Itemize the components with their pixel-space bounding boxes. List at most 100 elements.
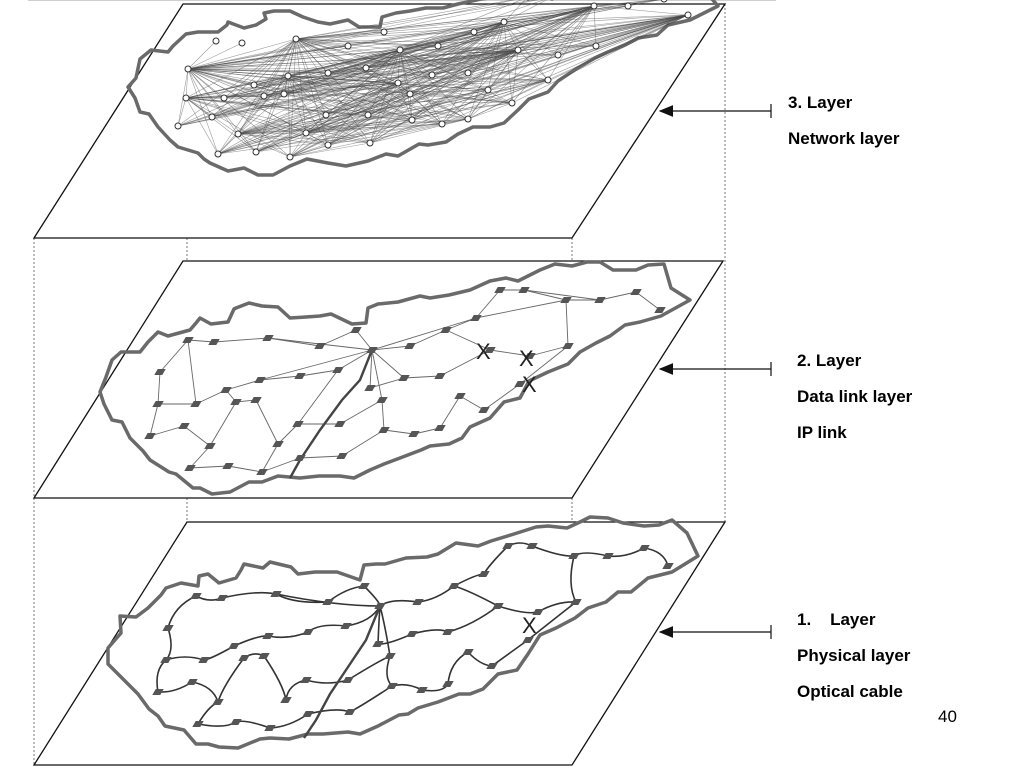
cable-node [502, 543, 514, 549]
mesh-link [223, 38, 297, 99]
router-node [562, 343, 574, 349]
mesh-link [547, 5, 595, 81]
mesh-link [327, 82, 399, 146]
router-node [394, 79, 402, 87]
mesh-link [503, 0, 526, 23]
mesh-link [289, 132, 307, 158]
mesh-link [177, 75, 289, 127]
plane-datalink [32, 260, 725, 499]
mesh-edges [177, 0, 689, 158]
ip-link [383, 429, 415, 435]
router-node [684, 11, 692, 19]
ip-link [277, 423, 299, 445]
ip-link [149, 425, 185, 437]
mesh-link [185, 21, 505, 99]
physical-layer-cables [152, 542, 674, 739]
router-node [554, 51, 562, 59]
router-node [184, 65, 192, 73]
mesh-link [217, 93, 411, 155]
mesh-link [237, 5, 595, 135]
router-node [334, 421, 346, 427]
ip-link [459, 395, 485, 411]
cable-node [532, 609, 544, 615]
mesh-link [441, 21, 505, 125]
mesh-link [255, 79, 549, 153]
mesh-link [223, 5, 595, 99]
router-node [336, 453, 348, 459]
ip-link [157, 371, 161, 405]
router-node [292, 421, 304, 427]
router-node [590, 2, 598, 10]
router-node [262, 335, 274, 341]
router-node [324, 69, 332, 77]
cable-node [302, 629, 314, 635]
ip-link [319, 329, 357, 347]
mesh-link [503, 21, 559, 56]
failure-marker: X [519, 346, 534, 371]
mesh-link [237, 14, 689, 135]
mesh-link [177, 38, 297, 127]
mesh-link [327, 14, 689, 146]
mesh-link [305, 114, 369, 134]
mesh-link [467, 79, 549, 120]
ip-link [371, 317, 477, 351]
router-node [398, 375, 410, 381]
router-node [364, 111, 372, 119]
mesh-link [237, 79, 549, 135]
mesh-link [217, 49, 519, 155]
ip-link [187, 339, 197, 405]
ip-link [519, 345, 569, 385]
router-node [222, 463, 234, 469]
mesh-link [503, 5, 595, 23]
mesh-link [287, 75, 307, 134]
mesh-link [287, 75, 371, 144]
cable-node [228, 643, 240, 649]
cable-node [212, 699, 224, 705]
mesh-link [187, 68, 443, 125]
router-node [324, 141, 332, 149]
cable-node [358, 583, 370, 589]
ip-link [371, 345, 411, 351]
ip-link [149, 403, 159, 437]
router-node [514, 381, 526, 387]
mesh-link [185, 49, 519, 99]
mesh-link [397, 79, 549, 84]
mesh-link [217, 133, 239, 155]
mesh-link [217, 79, 549, 155]
mesh-link [255, 75, 289, 153]
router-node [478, 407, 490, 413]
mesh-link [185, 75, 289, 99]
router-node [438, 120, 446, 128]
router-node [256, 469, 268, 475]
mesh-link [187, 67, 367, 70]
mesh-link [327, 5, 595, 146]
mesh-nodes [174, 0, 692, 161]
mesh-link [411, 49, 519, 121]
ip-link [355, 329, 373, 351]
mesh-link [517, 5, 595, 51]
ip-link [183, 425, 211, 447]
router-node [470, 315, 482, 321]
cable-node [374, 603, 386, 609]
mesh-link [409, 93, 513, 104]
mesh-link [237, 118, 469, 135]
cable-node [262, 633, 274, 639]
cable-node [662, 563, 674, 569]
mesh-link [289, 142, 371, 158]
mesh-link [467, 102, 513, 120]
mesh-link [185, 38, 297, 99]
mesh-link [287, 14, 689, 77]
cable-node [160, 657, 172, 663]
router-node [292, 35, 300, 43]
layer-name: Physical layer [797, 646, 911, 665]
router-node [376, 397, 388, 403]
cable-node [270, 591, 282, 597]
router-node [594, 297, 606, 303]
router-node [434, 425, 446, 431]
mesh-link [223, 49, 519, 99]
router-node [294, 373, 306, 379]
layer-number: 1. Layer [797, 610, 876, 629]
mesh-link [289, 82, 399, 158]
mesh-link [263, 49, 401, 97]
plane-network [32, 3, 727, 239]
